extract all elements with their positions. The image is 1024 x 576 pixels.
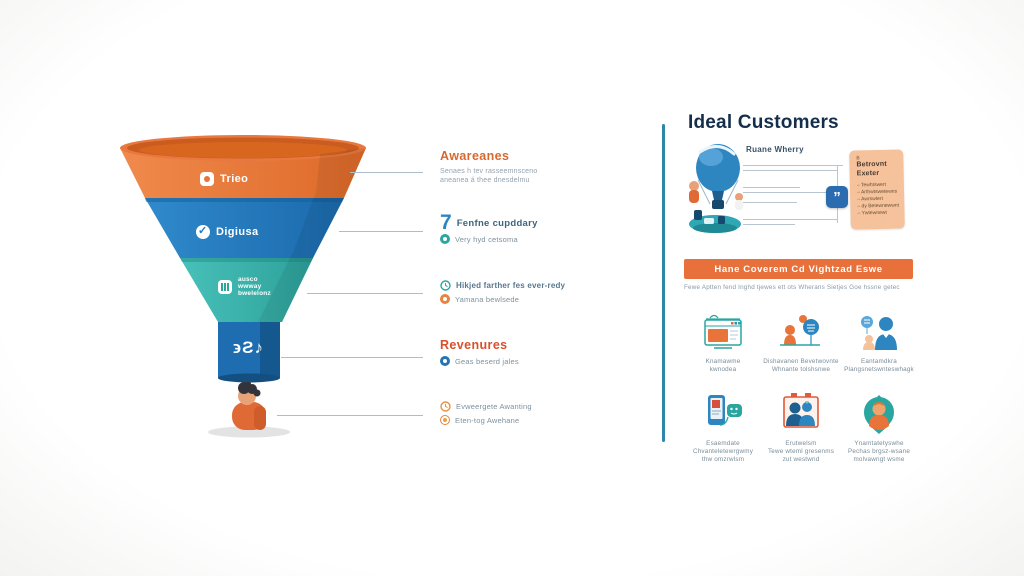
funnel-stage-top-label: Trieo [220,173,249,185]
outline-orange-dot-icon [440,415,450,425]
page-title: Ideal Customers [688,112,839,133]
check-circle-icon: ✓ [196,225,210,239]
callout-text: Hikjed farther fes ever-redy [456,281,566,290]
grid-label: Ynamtatetyswhe Pechas brgsz-wsane molvaw… [847,440,911,463]
team-icon [861,316,897,350]
card-title: Exeter [856,169,880,177]
quote-icon: ” [826,186,848,208]
orange-dot-icon [440,294,450,304]
callout-awareness: Awareanes Senaes h tev rasseemnsceno ane… [440,149,570,185]
phone-chat-icon [708,395,742,426]
ground-shadow [208,426,290,438]
grid-cell: Erutwelsm Tewe wteml gresenms zut westwn… [762,388,840,464]
grid-cell: Ynamtatetyswhe Pechas brgsz-wsane molvaw… [840,388,918,464]
big-number: 7 [440,211,452,234]
callout-text: Evweergete Awanting [456,402,532,411]
chart-badge-icon [218,279,232,294]
form-line [743,202,797,203]
profile-caption: Ruane Wherry [746,145,804,154]
funnel-stage-top [120,148,366,198]
leader-line-2 [339,231,423,232]
person-figure [208,382,290,438]
form-line [743,187,800,188]
callout-text: aneanea á thee dnesdelmu [440,177,530,184]
funnel-illustration [120,135,366,383]
teal-dot-icon [440,234,450,244]
framed-people-icon [783,393,819,428]
grid-label: Knamawme kwnodea [705,358,741,373]
form-line [743,170,837,171]
callout-heading: Revenures [440,338,508,352]
leader-line-4 [281,357,423,358]
form-line [743,192,837,193]
section-banner-subtext: Fewe Aptten fend Inghd tjewes ett ots Wh… [684,284,900,291]
grid-label: Eantamdkra Plangsnetswnteswhagk [844,358,914,373]
grid-label: Esaemdate Chvanteletewrgwmy thw omzrwlsm [692,440,754,463]
grid-label: Dishavanen Bevetwovnte Whnante tolshsnwe [763,358,839,373]
stem-glyphs: ϶Ƨ♪ [233,338,264,357]
grid-cell: Dishavanen Bevetwovnte Whnante tolshsnwe [762,306,840,374]
form-line [743,165,843,166]
callout-interest: 7 Fenfne cupddary Very hyd cetsoma [440,211,570,244]
grid-cell: Eantamdkra Plangsnetswnteswhagk [840,306,918,374]
funnel-stem-label: ϶Ƨ♪ [233,338,264,358]
callout-text: Eten-tog Awehane [455,415,520,425]
form-line [743,224,795,225]
panel-left-rule [662,124,665,442]
leader-line-5 [277,415,423,416]
leader-line-3 [307,293,423,294]
section-banner: Hane Coverem Cd Vightzad Eswe [684,259,913,279]
callout-text: Yamana bewlsede [455,294,520,304]
grid-label: Erutwelsm Tewe wteml gresenms zut westwn… [767,440,835,463]
gear-badge-icon [200,172,214,186]
funnel-label-middle: ✓ Digiusa [196,225,259,239]
grid-cell: Knamawme kwnodea [684,306,762,374]
person-pin-icon [864,395,894,434]
clock-icon [440,280,451,291]
funnel-stage-bottom-label: ausco wwway bwelelonz [238,276,271,297]
conversation-icon [780,315,820,346]
callout-heading: Awareanes [440,149,510,163]
funnel-stage-middle [145,198,344,258]
leader-line-1 [350,172,423,173]
grid-cell: Esaemdate Chvanteletewrgwmy thw omzrwlsm [684,388,762,464]
funnel-label-bottom: ausco wwway bwelelonz [218,276,271,297]
browser-monitor-icon [704,314,742,349]
funnel-stage-bottom [180,258,313,322]
callout-text: Geas beserd jales [455,356,519,366]
profile-note-card: Ƀ Betrovnt Exeter – Tewhtswert – Arthwts… [849,149,905,230]
callout-text: Senaes h tev rasseemnsceno [440,168,538,175]
clock-icon [440,401,451,412]
funnel-stage-middle-label: Digiusa [216,226,259,238]
card-item: – Ywtewnewt [857,209,887,217]
balloon-basket [712,200,724,209]
callout-revenue: Revenures Geas beserd jales [440,338,570,366]
callout-text: Very hyd cetsoma [455,234,518,244]
callout-consideration: Hikjed farther fes ever-redy Yamana bewl… [440,277,580,304]
callout-retention: Evweergete Awanting Eten-tog Awehane [440,398,570,425]
funnel-label-top: Trieo [200,172,248,186]
form-line [743,219,837,220]
hot-air-balloon-illustration [689,144,743,233]
callout-title: Fenfne cupddary [456,217,538,229]
blue-dot-icon [440,356,450,366]
